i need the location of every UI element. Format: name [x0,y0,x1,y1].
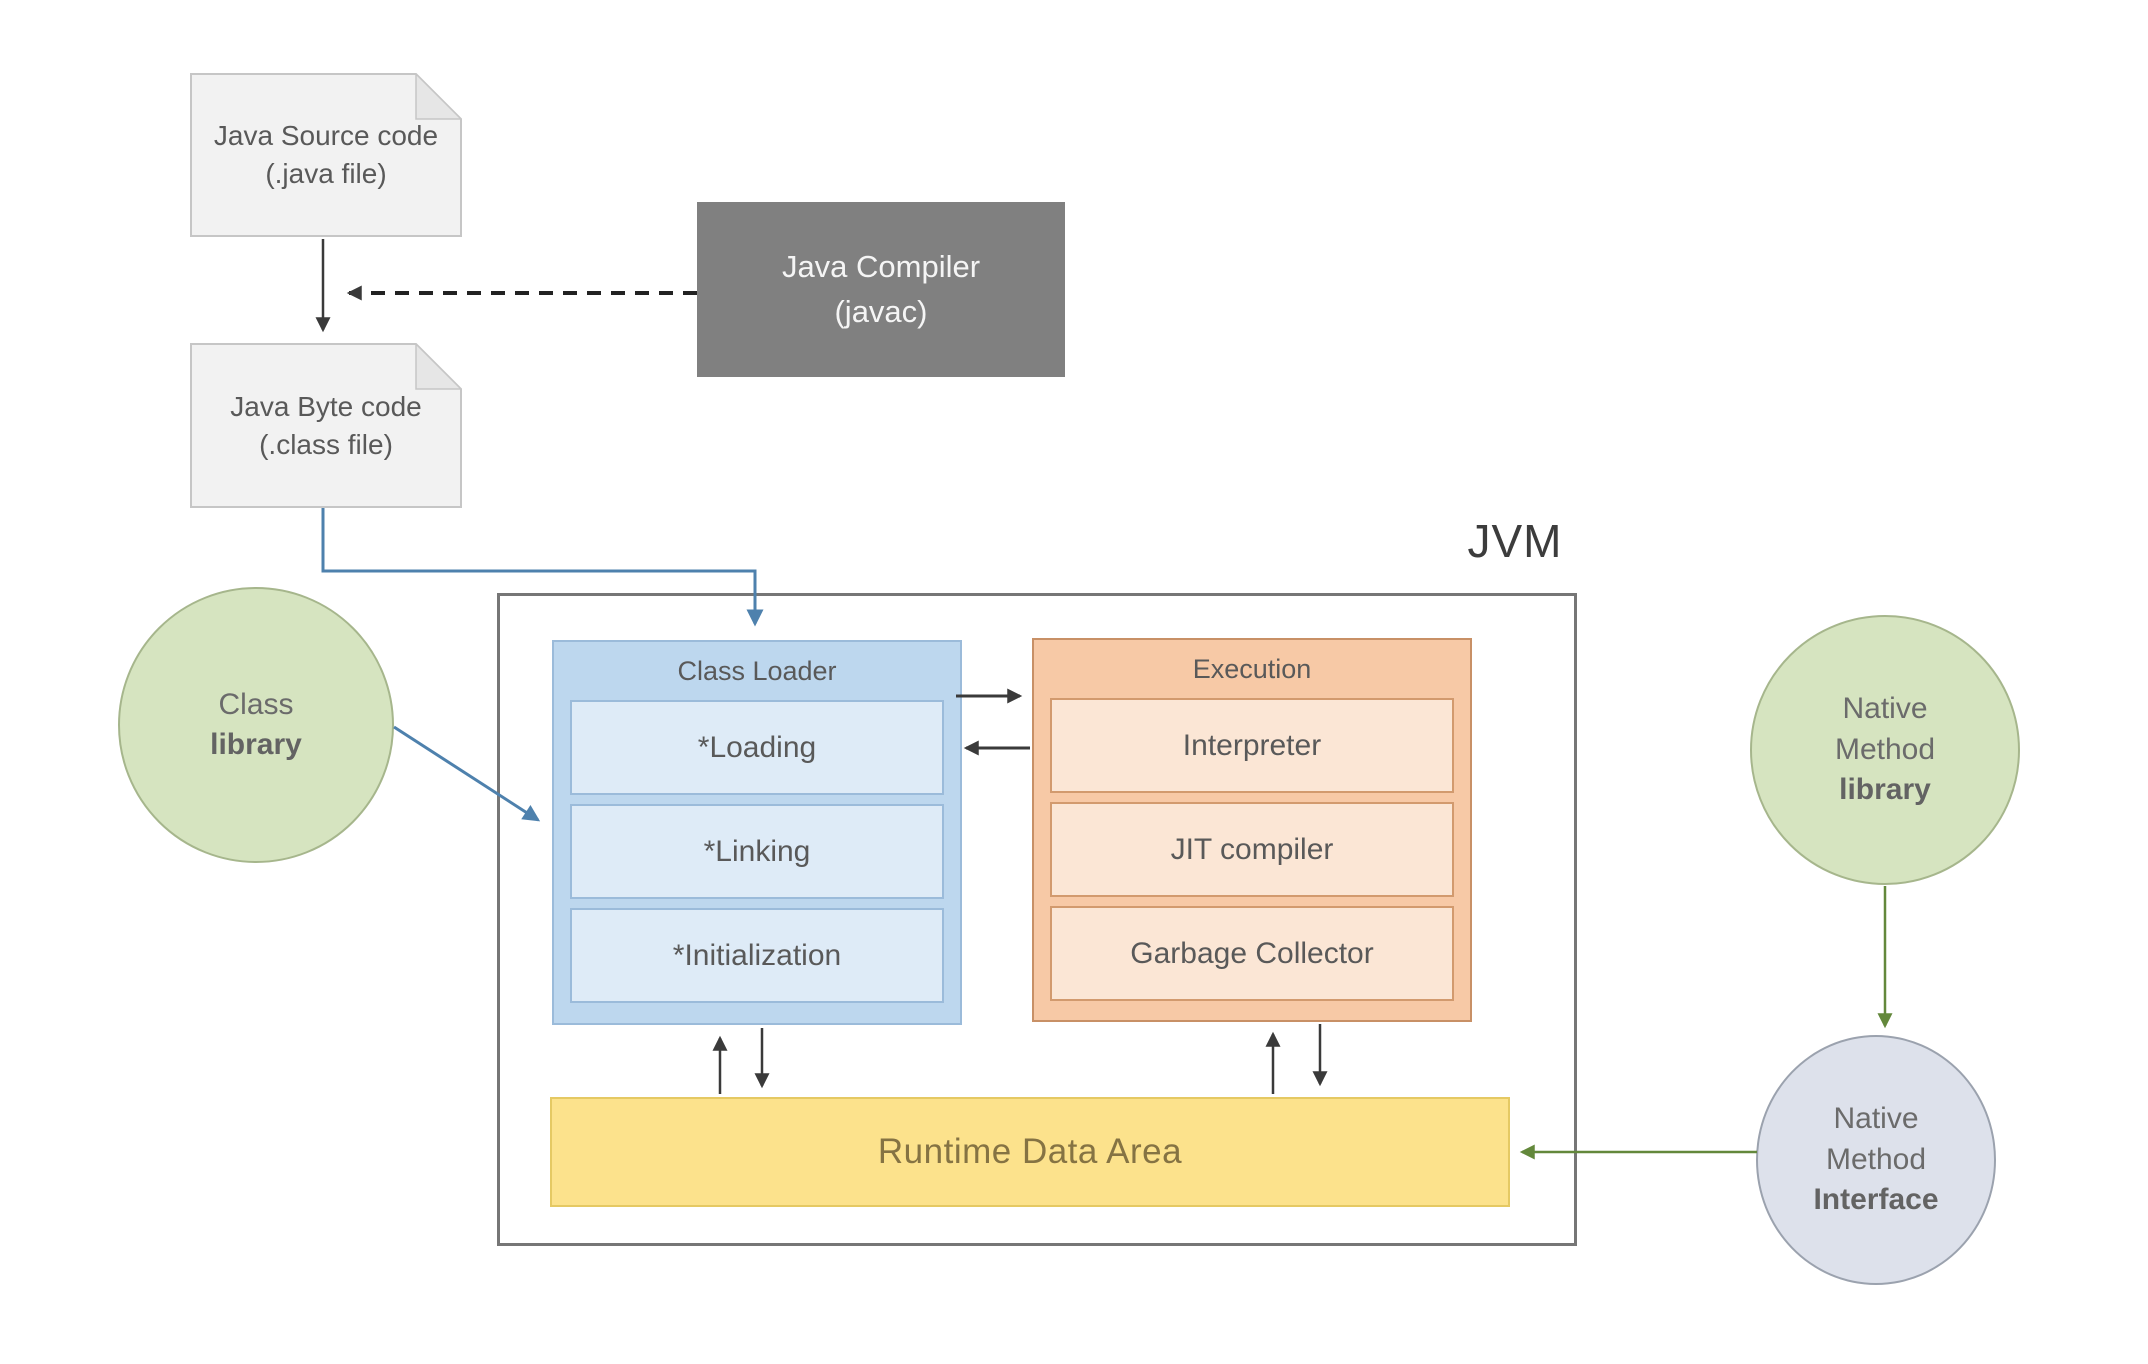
label-line: Java Compiler [781,248,981,284]
label-line: library [210,728,302,761]
execution-item-interpreter: Interpreter [1050,698,1454,793]
label-line: Class [218,687,294,721]
label-line: Java Byte code [230,390,422,422]
label-line: Native [1833,1102,1919,1136]
class-loader-item-linking: *Linking [570,804,944,899]
native-method-interface-circle: Native Method Interface [1756,1035,1996,1285]
folded-document-shape [190,343,462,508]
java-source-code-box: Java Source code (.java file) [190,73,462,237]
label-line: (.java file) [265,158,387,189]
execution-item-jit-compiler: JIT compiler [1050,802,1454,897]
runtime-data-area-box: Runtime Data Area [550,1097,1510,1207]
java-bytecode-label: Java Byte code (.class file) [190,343,462,508]
label-line: (javac) [834,293,928,329]
execution-title: Execution [1192,653,1312,684]
java-compiler-box: Java Compiler (javac) [697,202,1065,377]
class-library-circle: Class library [118,587,394,863]
label-line: (.class file) [259,428,393,460]
class-loader-item-initialization: *Initialization [570,908,944,1003]
class-loader-box: Class Loader *Loading *Linking *Initiali… [552,640,962,1025]
class-loader-title: Class Loader [677,655,837,686]
label-line: Native [1842,692,1928,726]
runtime-data-area-label: Runtime Data Area [877,1132,1183,1171]
class-loader-item-loading: *Loading [570,700,944,795]
folded-document-shape [190,73,462,237]
java-source-code-label: Java Source code (.java file) [190,73,462,237]
label-line: Java Source code [213,120,439,152]
jvm-title: JVM [1467,515,1563,567]
label-line: library [1839,773,1931,807]
label-line: Method [1825,1142,1927,1176]
jvm-container-box [497,593,1577,1246]
execution-item-garbage-collector: Garbage Collector [1050,906,1454,1001]
java-bytecode-box: Java Byte code (.class file) [190,343,462,508]
native-method-library-circle: Native Method library [1750,615,2020,885]
label-line: Interface [1813,1183,1939,1217]
label-line: Method [1834,732,1936,766]
execution-box: Execution Interpreter JIT compiler Garba… [1032,638,1472,1022]
